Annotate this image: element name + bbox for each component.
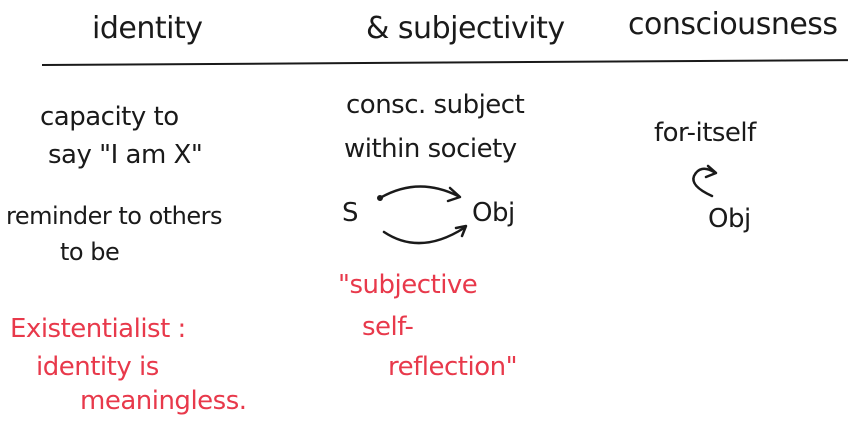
header-subjectivity: & subjectivity <box>366 11 565 46</box>
identity-definition-line2: say "I am X" <box>48 140 203 170</box>
identity-definition-line1: capacity to <box>40 102 179 132</box>
reflection-note-line3: reflection" <box>388 352 518 382</box>
existentialist-note-line1: Existentialist : <box>10 314 186 344</box>
subject-to-object-arrow <box>378 185 460 200</box>
self-loop-arrow <box>692 167 716 198</box>
existentialist-note-line2: identity is <box>36 352 159 382</box>
diagram-subject-label: S <box>342 198 359 228</box>
reflection-note-line2: self- <box>362 312 414 342</box>
header-identity: identity <box>92 11 203 46</box>
consciousness-definition: for-itself <box>654 118 756 148</box>
existentialist-note-line3: meaningless. <box>80 386 247 416</box>
identity-reminder-line2: to be <box>60 238 120 266</box>
subjectivity-definition-line2: within society <box>344 134 517 164</box>
subjectivity-definition-line1: consc. subject <box>346 90 525 120</box>
self-loop-object-label: Obj <box>708 204 751 234</box>
reflection-note-line1: "subjective <box>338 270 478 300</box>
identity-reminder-line1: reminder to others <box>6 202 223 230</box>
diagram-object-label: Obj <box>472 198 515 228</box>
header-consciousness: consciousness <box>628 7 838 42</box>
object-to-subject-arrow <box>382 226 466 245</box>
